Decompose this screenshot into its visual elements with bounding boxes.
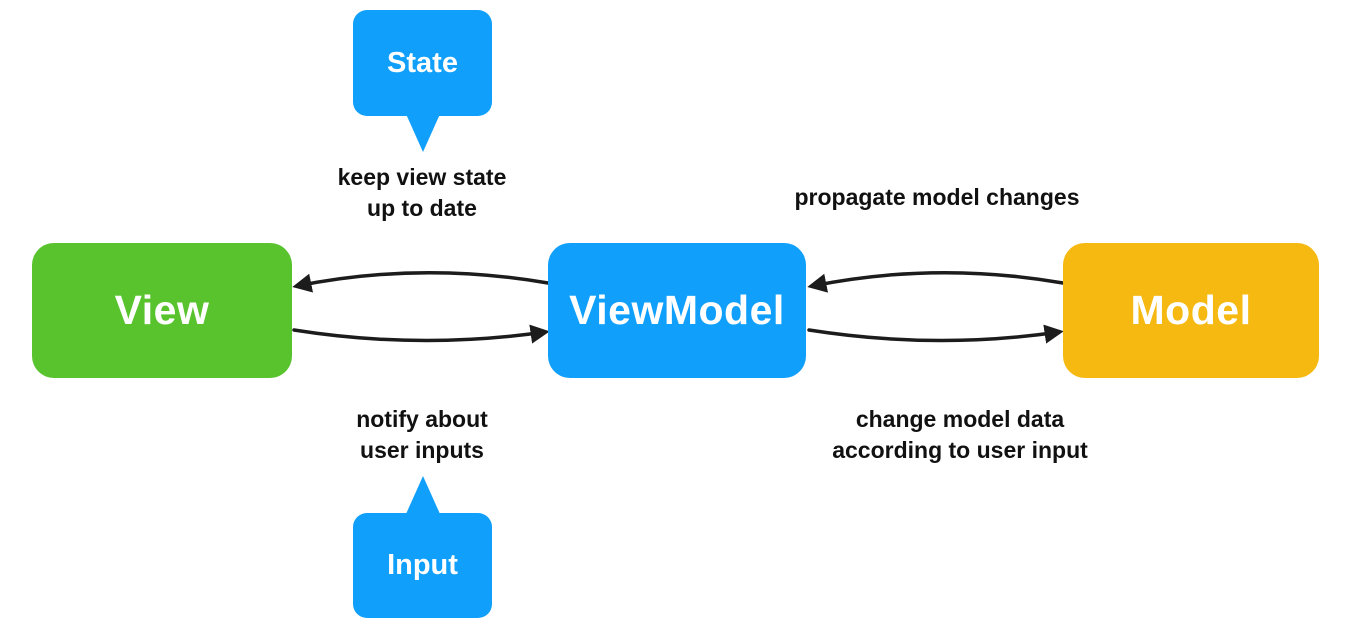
- arrow-view-to-viewmodel: [292, 324, 550, 344]
- node-view: View: [32, 243, 292, 378]
- callout-input-label: Input: [387, 549, 458, 581]
- node-viewmodel-label: ViewModel: [569, 287, 785, 333]
- callout-input: Input: [353, 513, 492, 618]
- node-viewmodel: ViewModel: [548, 243, 806, 378]
- edge-label-change-model-data: change model data according to user inpu…: [832, 406, 1088, 463]
- edge-label-propagate-model-changes: propagate model changes: [794, 184, 1080, 210]
- callout-input-tail-icon: [406, 476, 440, 514]
- node-model: Model: [1063, 243, 1319, 378]
- arrow-model-to-viewmodel: [807, 270, 1065, 293]
- arrow-viewmodel-to-view: [292, 270, 550, 293]
- callout-state-label: State: [387, 46, 458, 79]
- edge-label-notify-user-inputs: notify about user inputs: [356, 406, 488, 463]
- callout-state-tail-icon: [406, 114, 440, 152]
- edge-label-keep-view-state: keep view state up to date: [337, 164, 507, 221]
- node-view-label: View: [114, 287, 210, 333]
- callout-state: State: [353, 10, 492, 116]
- arrow-viewmodel-to-model: [807, 324, 1064, 344]
- node-model-label: Model: [1130, 287, 1252, 333]
